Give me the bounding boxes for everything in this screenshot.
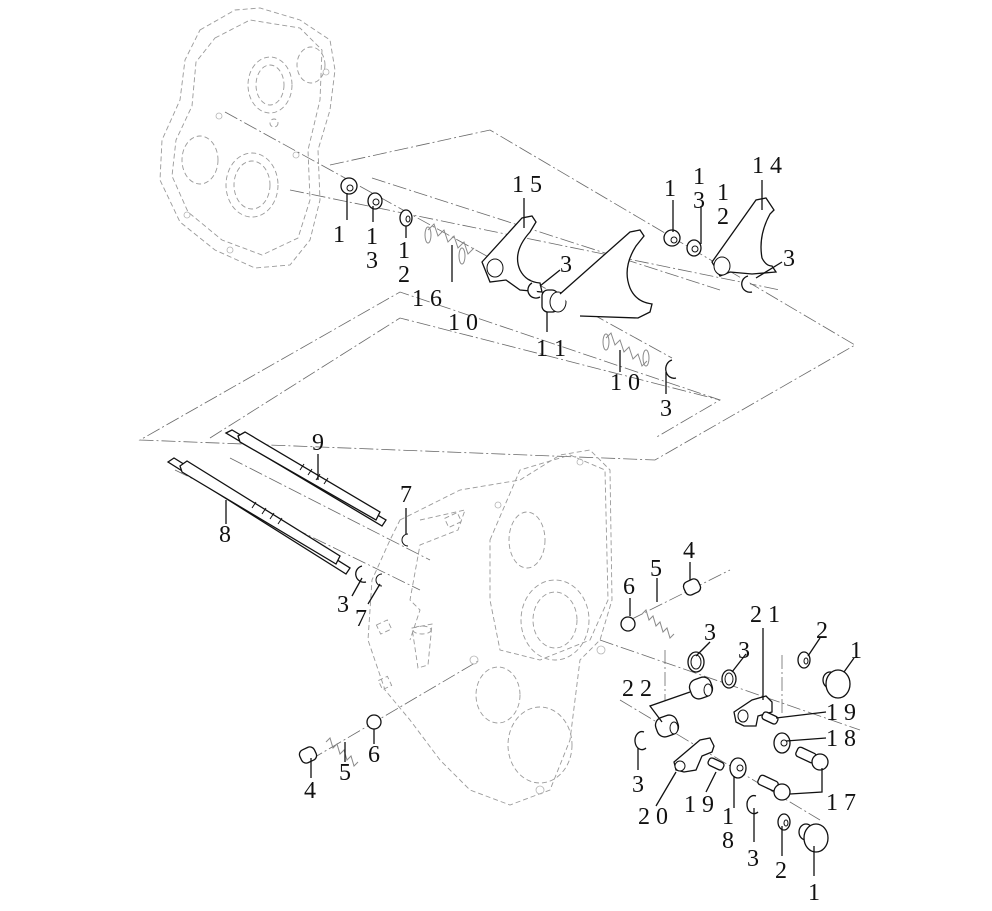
knob-part-1-d [798, 823, 829, 853]
detent-spring-part-5-a [641, 609, 675, 639]
callout-3: 3 [704, 620, 716, 646]
lever-part-20 [673, 737, 715, 773]
lever-part-21 [733, 695, 773, 727]
e-clip-part-1-b [663, 229, 681, 247]
detent-plug-part-4-a [682, 578, 702, 596]
washer-part-18-b [729, 757, 747, 779]
circlip-part-7-b [375, 573, 383, 587]
detent-plug-part-4-b [298, 746, 318, 764]
detent-assemblies [298, 578, 702, 767]
callout-2: 2 [775, 858, 787, 884]
c-clip-part-3-f [721, 669, 737, 689]
spring-part-10-lower [602, 332, 650, 367]
circlip-part-7-a [401, 533, 409, 547]
callout-3: 3 [738, 638, 750, 664]
c-clip-part-3-b [741, 275, 753, 293]
callout-3: 3 [660, 396, 672, 422]
callout-5: 5 [339, 760, 351, 786]
bolt-part-17-b [757, 774, 791, 801]
callout-16: 1 6 [412, 286, 442, 312]
callout-19: 1 9 [684, 792, 714, 818]
e-clip-part-1-a [340, 177, 358, 195]
shift-fork-part-11 [541, 229, 653, 319]
knob-part-1-c [822, 669, 851, 699]
callout-11: 1 1 [536, 336, 566, 362]
callout-3: 3 [337, 592, 349, 618]
callout-3: 3 [560, 252, 572, 278]
shift-shaft-part-8 [166, 457, 351, 575]
upper-gearcase-cover [159, 7, 336, 269]
callout-1: 1 [808, 880, 820, 906]
callout-4: 4 [683, 538, 695, 564]
callout-3: 3 [783, 246, 795, 272]
callout-9: 9 [312, 430, 324, 456]
c-clip-part-3-a [527, 282, 541, 299]
upper-fork-assembly [340, 177, 778, 379]
c-clip-part-3-e [687, 651, 705, 673]
bushing-part-22-a [688, 676, 714, 700]
c-clip-part-3-d [355, 565, 367, 583]
callout-7: 7 [355, 606, 367, 632]
callout-6: 6 [623, 574, 635, 600]
callout-6: 6 [368, 742, 380, 768]
callout-19: 1 9 [826, 700, 856, 726]
c-clip-part-3-c [665, 359, 677, 379]
callout-17: 1 7 [826, 790, 856, 816]
callout-3: 3 [632, 772, 644, 798]
callout-10: 1 0 [448, 310, 478, 336]
pin-part-19-b [707, 757, 725, 771]
shift-shaft-part-9 [224, 429, 387, 527]
callout-1: 1 [333, 222, 345, 248]
callout-10: 1 0 [610, 370, 640, 396]
bolt-part-17-a [795, 746, 829, 771]
c-clip-part-3-g [634, 730, 647, 751]
e-clip-part-2-b [777, 813, 791, 831]
washer-part-13-b [686, 239, 702, 257]
washer-part-13-a [367, 192, 383, 210]
lower-gearcase-housing [367, 449, 613, 806]
callout-4: 4 [304, 778, 316, 804]
callout-5: 5 [650, 556, 662, 582]
callout-7: 7 [400, 482, 412, 508]
c-clip-part-3-h [746, 794, 759, 815]
callout-8: 8 [219, 522, 231, 548]
callout-18: 1 8 [826, 726, 856, 752]
pin-part-19-a [761, 711, 779, 725]
callout-21: 2 1 [750, 602, 780, 628]
e-clip-part-2-a [797, 651, 811, 669]
callout-22: 2 2 [622, 676, 652, 702]
callout-3: 3 [747, 846, 759, 872]
detent-spring-part-5-b [325, 737, 359, 767]
callout-15: 1 5 [512, 172, 542, 198]
washer-part-18-a [773, 732, 791, 754]
detent-ball-part-6-a [620, 616, 636, 632]
callout-1: 1 [664, 176, 676, 202]
shift-fork-part-14 [711, 197, 778, 277]
detent-ball-part-6-b [366, 714, 382, 730]
shift-shafts [166, 429, 409, 587]
callout-14: 1 4 [752, 153, 782, 179]
e-ring-part-12-a [399, 209, 413, 227]
shift-fork-part-15 [481, 215, 543, 293]
callout-20: 2 0 [638, 804, 668, 830]
leader-lines [225, 180, 855, 876]
callout-2: 2 [816, 618, 828, 644]
spring-part-16 [424, 223, 475, 265]
callout-1: 1 [850, 638, 862, 664]
lower-linkage-assembly [634, 651, 851, 853]
